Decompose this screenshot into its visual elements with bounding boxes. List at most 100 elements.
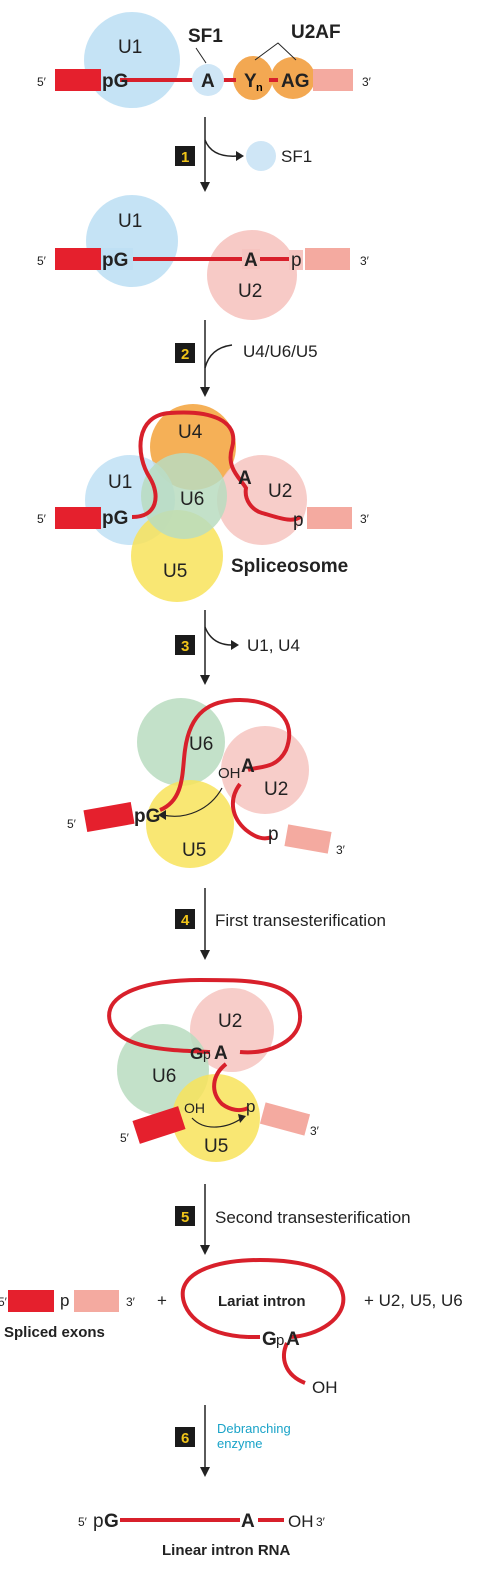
intron-tail (230, 782, 273, 841)
p-label: p (291, 250, 302, 271)
lariat-loop (107, 977, 303, 1055)
u1-label: U1 (118, 211, 142, 232)
oh-label: OH (312, 1378, 338, 1397)
pyrimidine-n-label: n (256, 82, 263, 94)
five-prime-label: 5′ (37, 512, 47, 526)
step-5-number: 5 (181, 1209, 189, 1226)
step-2-join-arrow (204, 344, 233, 369)
released-snrnps-label: + U2, U5, U6 (364, 1291, 463, 1310)
pg-bg (101, 248, 133, 270)
linear-intron-label: Linear intron RNA (162, 1542, 291, 1559)
branch-a-label: A (214, 1043, 228, 1064)
plus-sign: + (157, 1291, 167, 1310)
step-3-box (175, 635, 195, 655)
stage-7-linear-intron: 5′ p G A OH 3′ Linear intron RNA (78, 1511, 326, 1559)
five-prime-label: 5′ (37, 75, 47, 89)
exon-5-prime (55, 69, 101, 91)
step-6: 6 Debranching enzyme (175, 1405, 291, 1477)
u5-label: U5 (204, 1136, 228, 1157)
branch-a-label: A (241, 756, 255, 777)
branch-a-label: A (201, 71, 215, 92)
oh-label: OH (184, 1100, 205, 1116)
u2-label: U2 (218, 1011, 242, 1032)
stage-2-u2-binding: U1 U2 5′ 3′ pG A p (37, 195, 370, 320)
gpa-p-label: p (203, 1046, 211, 1062)
intron-tail (212, 1062, 249, 1113)
three-prime-label: 3′ (336, 843, 346, 857)
intron-loop (159, 697, 292, 812)
step-2-text: U4/U6/U5 (243, 342, 318, 361)
step-4: 4 First transesterification (175, 888, 386, 960)
lariat-intron-label: Lariat intron (218, 1293, 306, 1310)
a-bg (242, 249, 260, 269)
exon-5-prime (83, 801, 135, 833)
sf1-protein (192, 64, 224, 96)
three-prime-label: 3′ (310, 1124, 320, 1138)
five-prime-label: 5′ (0, 1295, 8, 1309)
three-prime-label: 3′ (362, 75, 372, 89)
step-3-number: 3 (181, 638, 189, 655)
u5-label: U5 (163, 561, 187, 582)
pg-label: pG (102, 71, 128, 92)
pg-label: pG (102, 250, 128, 271)
spliceosome-label: Spliceosome (231, 556, 348, 577)
sf1-label: SF1 (188, 26, 223, 47)
pg-label: p (93, 1511, 104, 1532)
three-prime-label: 3′ (316, 1515, 326, 1529)
stage-4-catalytic-core: 5′ 3′ pG OH A p U6 U2 U5 (67, 697, 346, 868)
step-6-arrowhead (200, 1467, 210, 1477)
step-5: 5 Second transesterification (175, 1184, 411, 1255)
lariat-tail (282, 1342, 306, 1385)
exon-3-prime (284, 824, 332, 854)
u2af-pointer (254, 42, 297, 61)
intron-loop (131, 410, 302, 522)
p-label: p (293, 510, 304, 531)
stage-1-commitment: U1 5′ 3′ pG A Y n AG SF1 U2AF (37, 12, 372, 108)
five-prime-label: 5′ (78, 1515, 88, 1529)
exon-5-prime (132, 1106, 186, 1144)
step-1: 1 SF1 (175, 117, 312, 192)
three-prime-label: 3′ (360, 254, 370, 268)
u2-snrnp (217, 455, 307, 545)
branch-a-label: A (244, 250, 258, 271)
step-6-text: Debranching (217, 1421, 291, 1436)
u5-snrnp (172, 1074, 260, 1162)
exon-5-prime (55, 248, 101, 270)
five-prime-label: 5′ (120, 1131, 130, 1145)
step-4-arrowhead (200, 950, 210, 960)
step-6-box (175, 1427, 195, 1447)
branch-a-label: A (241, 1511, 255, 1532)
step-1-number: 1 (181, 149, 189, 166)
p-label: p (60, 1291, 69, 1310)
step-2-box (175, 343, 195, 363)
step-1-arrowhead (200, 182, 210, 192)
gpa-g-label: G (190, 1044, 203, 1063)
attack-arrow (191, 1117, 243, 1128)
u1-snrnp (84, 12, 180, 108)
u2af-subunit-ag (271, 57, 315, 99)
branch-a-label: A (238, 468, 252, 489)
step-6-number: 6 (181, 1430, 189, 1447)
u6-label: U6 (189, 734, 213, 755)
step-5-arrowhead (200, 1245, 210, 1255)
p-label: p (246, 1097, 255, 1116)
sf1-pointer (195, 47, 207, 64)
exon-3-prime (259, 1102, 311, 1136)
u2af-subunit-y (233, 56, 273, 100)
u4-label: U4 (178, 422, 203, 443)
stage-5-lariat-formed: 5′ 3′ G p A OH p U2 U6 U5 (107, 977, 320, 1162)
exon-3-prime (305, 248, 350, 270)
pg-label: pG (102, 508, 128, 529)
pg-label: pG (134, 806, 160, 827)
step-1-text: SF1 (281, 147, 312, 166)
u6-snrnp (137, 698, 225, 786)
u2-snrnp (207, 230, 297, 320)
step-4-box (175, 909, 195, 929)
gpa-p-label: p (276, 1332, 284, 1349)
p-bg (289, 250, 303, 270)
lariat-intron-loop (180, 1257, 346, 1339)
three-prime-label: 3′ (360, 512, 370, 526)
released-sf1-icon (246, 141, 276, 171)
u1-label: U1 (108, 472, 132, 493)
